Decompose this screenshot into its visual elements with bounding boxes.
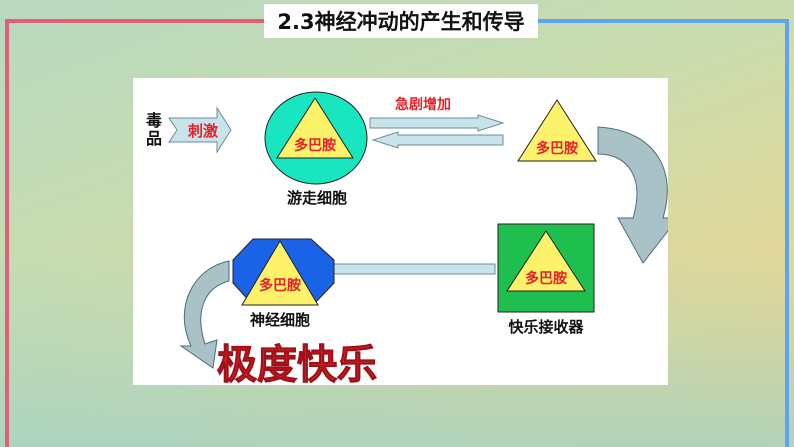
dopamine-triangle-nerve [241, 240, 319, 306]
extreme-pleasure-label: 极度快乐 [217, 342, 377, 385]
curved-arrow-left [179, 260, 230, 369]
frame-line-red-left [5, 19, 9, 447]
dopamine-diagram: 毒 品 刺激 多巴胺 游走细胞 急剧增加 多巴胺 多巴胺 快乐接收器 多巴胺 神… [146, 91, 668, 385]
dopamine-label-receptor: 多巴胺 [525, 270, 567, 287]
dopamine-label: 多巴胺 [294, 137, 336, 154]
pleasure-receptor-label: 快乐接收器 [508, 318, 584, 336]
stimulate-arrow [168, 106, 232, 154]
nerve-cell-label: 神经细胞 [250, 311, 310, 329]
dopamine-triangle-receptor [506, 230, 586, 292]
reverse-arrow [371, 131, 504, 149]
drug-label-1: 毒 [146, 111, 162, 130]
slide-title: 2.3神经冲动的产生和传导 [264, 4, 538, 38]
forward-arrow [369, 114, 505, 132]
wandering-cell-label: 游走细胞 [287, 189, 347, 207]
stimulate-label: 刺激 [188, 122, 219, 140]
frame-line-blue-right [785, 19, 789, 447]
dopamine-triangle [276, 97, 354, 159]
dopamine-label-nerve: 多巴胺 [259, 277, 301, 294]
frame-line-red [5, 19, 267, 23]
frame-line-blue [528, 19, 789, 23]
diagram-panel: 毒 品 刺激 多巴胺 游走细胞 急剧增加 多巴胺 多巴胺 快乐接收器 多巴胺 神… [133, 78, 668, 385]
dopamine-label-released: 多巴胺 [536, 140, 578, 157]
sharp-increase-label: 急剧增加 [395, 96, 451, 113]
dopamine-triangle-released [517, 99, 597, 162]
curved-arrow-right [597, 126, 668, 264]
drug-label-2: 品 [146, 129, 162, 148]
